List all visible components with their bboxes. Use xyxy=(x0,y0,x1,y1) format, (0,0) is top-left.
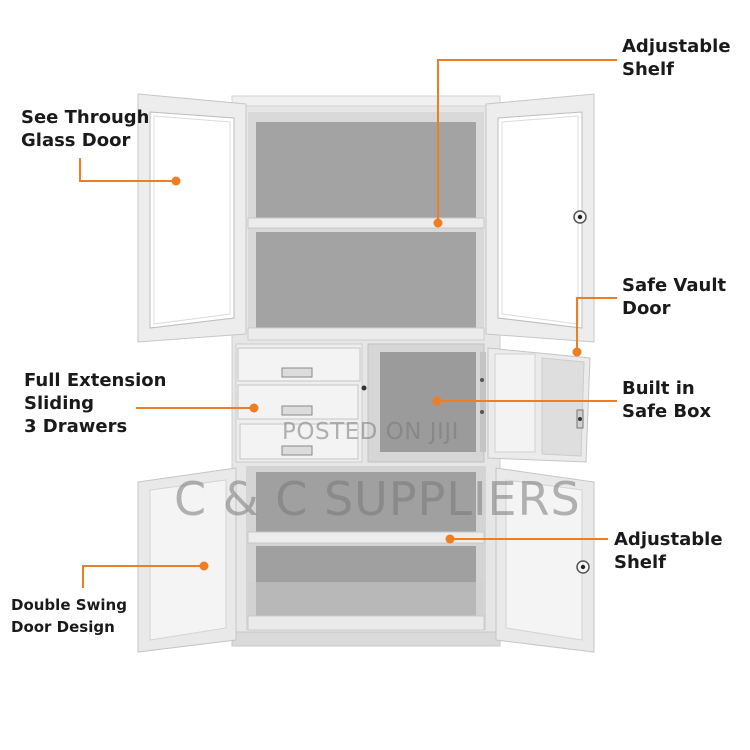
callout-full-extension-drawers: Full Extension Sliding 3 Drawers xyxy=(24,370,167,438)
callout-lines xyxy=(79,59,617,588)
leader-adjustable-shelf-top xyxy=(437,59,617,222)
upper-right-glass-door xyxy=(485,93,595,343)
callout-built-in-safe-box: Built in Safe Box xyxy=(622,378,712,423)
callout-see-through-glass-door: See Through Glass Door xyxy=(21,107,150,152)
callout-dots xyxy=(171,176,582,571)
callout-adjustable-shelf-bottom: Adjustable Shelf xyxy=(614,529,723,574)
upper-left-glass-door xyxy=(137,93,247,343)
lower-right-door xyxy=(495,467,595,653)
callout-adjustable-shelf-top: Adjustable Shelf xyxy=(622,36,731,81)
watermark-company: C & C SUPPLIERS xyxy=(174,472,581,526)
safe-vault-door xyxy=(487,347,591,463)
callout-double-swing-door: Double Swing Door Design xyxy=(11,596,127,636)
upper-compartment xyxy=(247,112,485,341)
lower-left-door xyxy=(137,467,237,653)
drawer-stack xyxy=(235,343,367,463)
lower-compartment xyxy=(246,466,486,631)
leader-safe-vault-door xyxy=(576,297,617,352)
watermark-posted-on-jiji: POSTED ON JIJI xyxy=(282,419,459,445)
leader-glass-door xyxy=(79,158,176,182)
leader-double-door xyxy=(82,565,204,588)
callout-safe-vault-door: Safe Vault Door xyxy=(622,275,727,320)
